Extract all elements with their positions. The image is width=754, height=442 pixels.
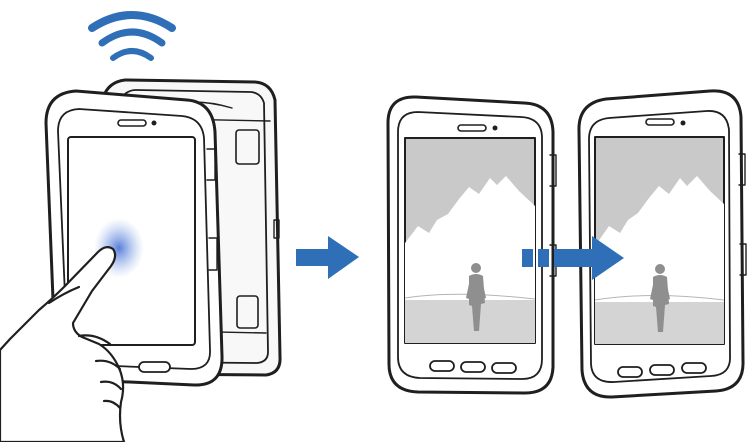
photo-mountain-person-icon (594, 176, 725, 344)
transfer-arrow-icon (522, 236, 624, 280)
wifi-signal-icon (88, 11, 176, 61)
right-arrow-icon (296, 236, 359, 279)
photo-mountain-person-icon (404, 176, 536, 343)
finger-hand-icon (0, 245, 126, 442)
